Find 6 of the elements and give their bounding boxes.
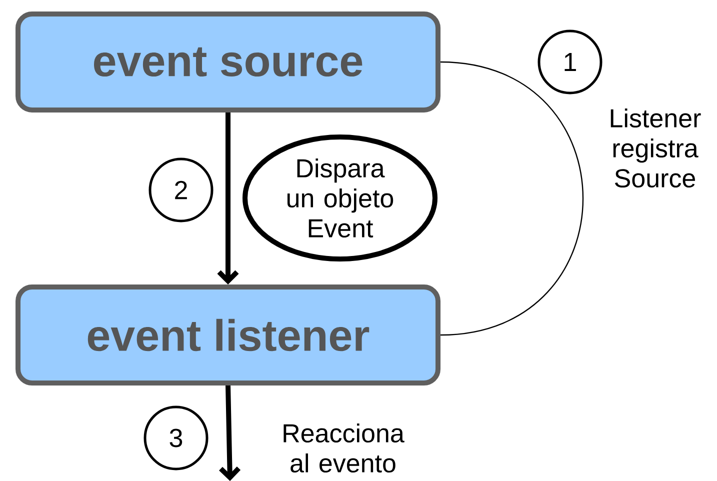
note-text: Reacciona al evento <box>284 423 404 473</box>
note-text: Listener registra Source <box>610 108 701 188</box>
process-box: event source <box>16 12 440 112</box>
arrow <box>219 385 241 481</box>
arrow <box>217 112 239 284</box>
process-box: event listener <box>16 284 440 386</box>
